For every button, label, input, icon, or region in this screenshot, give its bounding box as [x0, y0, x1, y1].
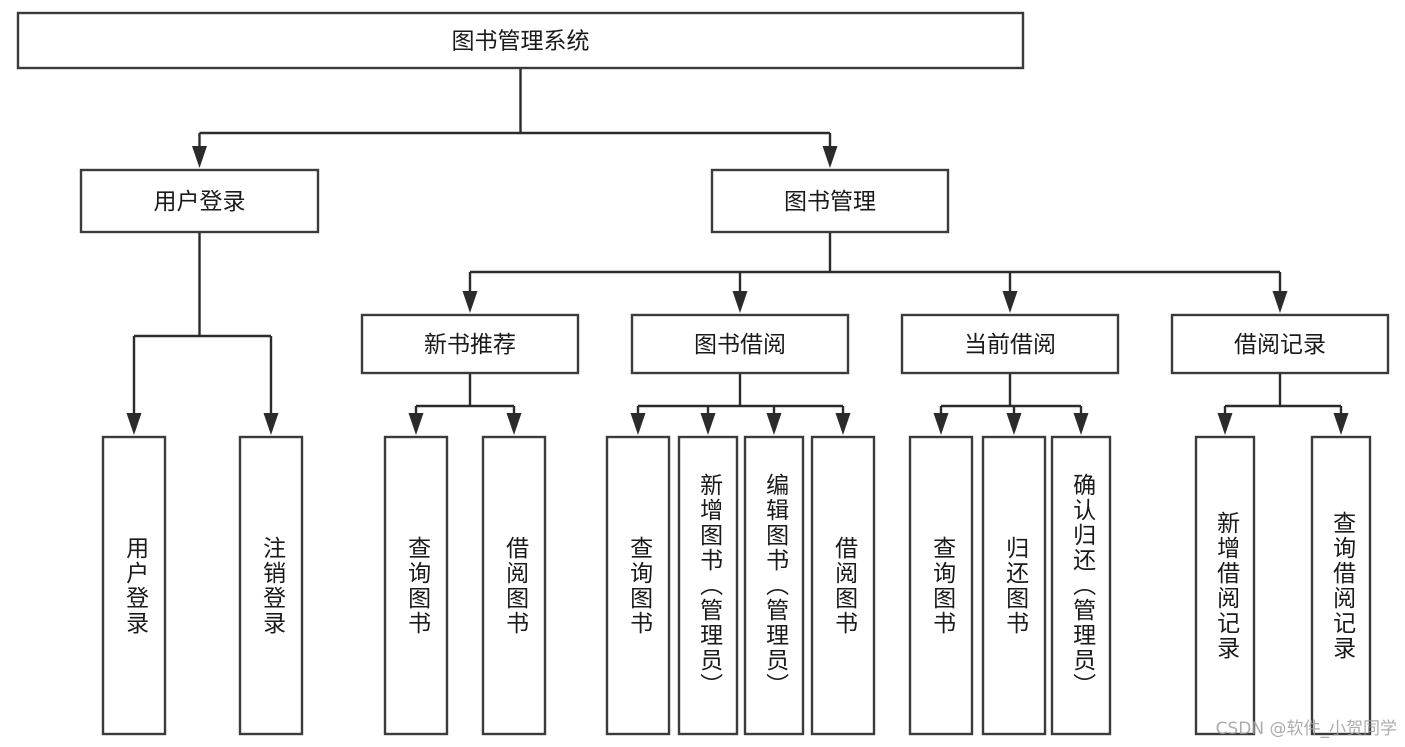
node-box-leaf-edit-book[interactable] — [743, 435, 805, 736]
node-box-borrow-record[interactable] — [1170, 313, 1390, 375]
node-box-leaf-confirm-return[interactable] — [1050, 435, 1112, 736]
node-label-user-login: 用户登录 — [154, 189, 246, 215]
connector-current-borrow-arrowhead-2 — [1073, 413, 1089, 435]
node-box-leaf-query-record[interactable] — [1310, 435, 1372, 736]
connector-book-manage-arrowhead-3 — [1272, 291, 1288, 313]
node-label-new-book-recommend: 新书推荐 — [424, 332, 516, 358]
node-label-current-borrow: 当前借阅 — [964, 332, 1056, 358]
connector-user-login-arrowhead-0 — [126, 413, 142, 435]
node-box-leaf-borrow-book-2[interactable] — [810, 435, 876, 736]
connector-borrow-record-arrowhead-0 — [1217, 413, 1233, 435]
connector-root-arrowhead-0 — [192, 146, 207, 168]
connector-book-borrow-arrowhead-3 — [835, 413, 851, 435]
node-box-leaf-borrow-book-1[interactable] — [481, 435, 547, 736]
connector-book-borrow-arrowhead-2 — [766, 413, 782, 435]
connector-current-borrow-arrowhead-1 — [1006, 413, 1022, 435]
node-box-leaf-query-book-2[interactable] — [605, 435, 671, 736]
connectors-group — [126, 68, 1349, 435]
connector-book-manage-arrowhead-0 — [462, 291, 478, 313]
connector-book-manage-arrowhead-1 — [732, 291, 748, 313]
connector-new-book-recommend-arrowhead-1 — [506, 413, 522, 435]
connector-new-book-recommend-arrowhead-0 — [408, 413, 424, 435]
connector-borrow-record-arrowhead-1 — [1333, 413, 1349, 435]
connector-book-borrow-arrowhead-0 — [630, 413, 646, 435]
node-box-user-login[interactable] — [79, 168, 320, 234]
node-box-leaf-user-login[interactable] — [101, 435, 167, 736]
node-label-book-manage: 图书管理 — [784, 189, 876, 215]
connector-book-manage-arrowhead-2 — [1002, 291, 1018, 313]
connector-book-borrow-arrowhead-1 — [700, 413, 716, 435]
node-label-book-borrow: 图书借阅 — [694, 332, 786, 358]
node-box-leaf-logout-login[interactable] — [238, 435, 304, 736]
node-box-current-borrow[interactable] — [900, 313, 1120, 375]
connector-current-borrow-arrowhead-0 — [933, 413, 949, 435]
node-box-new-book-recommend[interactable] — [360, 313, 580, 375]
node-box-book-manage[interactable] — [710, 168, 950, 234]
node-box-leaf-query-book-1[interactable] — [383, 435, 449, 736]
connector-root-arrowhead-1 — [822, 146, 838, 168]
node-label-borrow-record: 借阅记录 — [1234, 332, 1326, 358]
connector-user-login-arrowhead-1 — [263, 413, 279, 435]
node-box-root[interactable] — [16, 11, 1025, 70]
node-box-book-borrow[interactable] — [630, 313, 850, 375]
node-box-leaf-add-book[interactable] — [677, 435, 739, 736]
node-boxes-group — [16, 11, 1390, 736]
node-box-leaf-return-book[interactable] — [981, 435, 1047, 736]
node-label-root: 图书管理系统 — [452, 29, 590, 55]
node-box-leaf-query-book-3[interactable] — [908, 435, 974, 736]
watermark-text: CSDN @软件_小贺同学 — [1215, 719, 1397, 739]
node-box-leaf-add-record[interactable] — [1194, 435, 1256, 736]
